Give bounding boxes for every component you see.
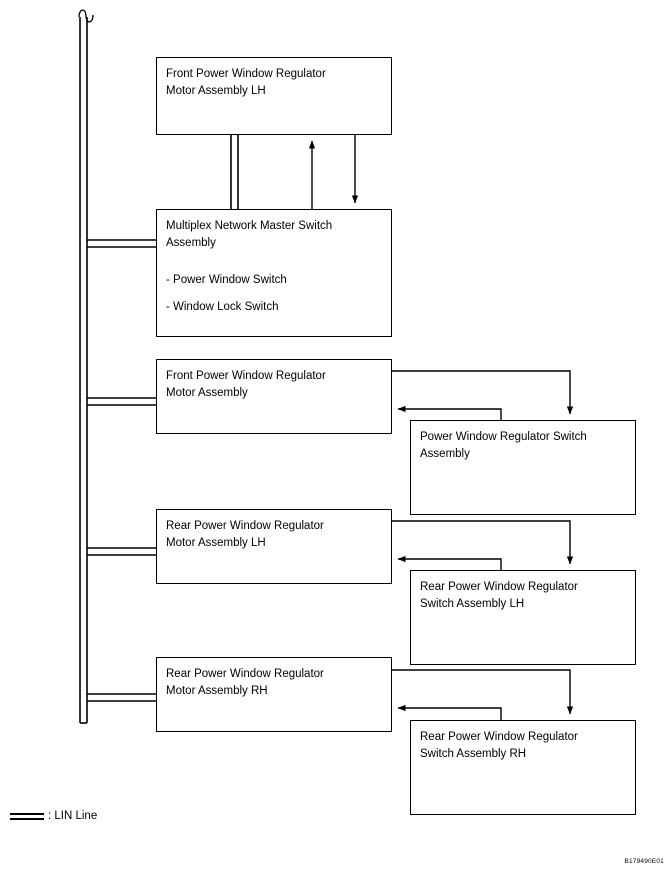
lin-branch-rear-rh-motor	[87, 693, 156, 702]
node-title: Power Window Regulator Switch Assembly	[420, 431, 587, 460]
arrow-rear-lh-motor-to-rear-lh-switch	[392, 520, 574, 565]
figure-code: B179490E01	[624, 858, 664, 865]
node-subitems: - Power Window Switch - Window Lock Swit…	[166, 274, 287, 314]
node-power-window-switch[interactable]: Power Window Regulator Switch Assembly	[410, 420, 636, 515]
node-multiplex-master-switch[interactable]: Multiplex Network Master Switch Assembly…	[156, 209, 392, 337]
node-title: Front Power Window Regulator Motor Assem…	[166, 68, 326, 97]
node-rear-lh-motor[interactable]: Rear Power Window Regulator Motor Assemb…	[156, 509, 392, 584]
legend-label: : LIN Line	[48, 810, 98, 822]
legend: : LIN Line	[10, 810, 97, 822]
arrow-rear-lh-switch-to-rear-lh-motor	[397, 555, 502, 570]
node-rear-lh-switch[interactable]: Rear Power Window Regulator Switch Assem…	[410, 570, 636, 665]
node-rear-rh-motor[interactable]: Rear Power Window Regulator Motor Assemb…	[156, 657, 392, 732]
node-title: Rear Power Window Regulator Motor Assemb…	[166, 668, 324, 697]
node-title: Multiplex Network Master Switch Assembly	[166, 220, 333, 249]
lin-branch-front-motor	[87, 397, 156, 406]
arrow-front-motor-to-power-window-switch	[392, 370, 574, 415]
arrow-rear-rh-motor-to-rear-rh-switch	[392, 669, 574, 715]
node-title: Rear Power Window Regulator Motor Assemb…	[166, 520, 324, 549]
lin-line-swatch-icon	[10, 812, 44, 820]
lin-branch-multiplex-master-switch	[87, 239, 156, 248]
node-rear-rh-switch[interactable]: Rear Power Window Regulator Switch Assem…	[410, 720, 636, 815]
node-front-motor[interactable]: Front Power Window Regulator Motor Assem…	[156, 359, 392, 434]
lin-bus-break-squiggle	[78, 9, 94, 23]
node-title: Rear Power Window Regulator Switch Assem…	[420, 581, 578, 610]
lin-bus-trunk	[79, 17, 88, 724]
node-title: Rear Power Window Regulator Switch Assem…	[420, 731, 578, 760]
node-front-lh-motor[interactable]: Front Power Window Regulator Motor Assem…	[156, 57, 392, 135]
lin-branch-rear-lh-motor	[87, 547, 156, 556]
node-title: Front Power Window Regulator Motor Assem…	[166, 370, 326, 399]
arrow-power-window-switch-to-front-motor	[397, 405, 502, 420]
arrow-rear-rh-switch-to-rear-rh-motor	[397, 704, 502, 720]
lin-branch-front-lh-motor-riser	[230, 135, 239, 209]
